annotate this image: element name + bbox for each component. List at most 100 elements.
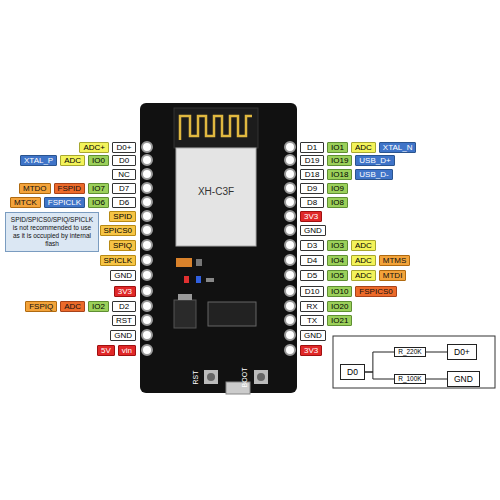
jtag-tag: MTDO [19,183,51,194]
pin-name: D0 [112,155,136,166]
pin-pad [142,286,152,296]
smd-part [196,259,202,266]
pin-pad [285,183,295,193]
antenna-trace [180,116,252,140]
power-pin: vin [118,345,136,356]
power-pin: 3V3 [300,211,322,222]
gpio-tag: IO19 [327,155,352,166]
signal-tag: XTAL_P [20,155,57,166]
button-cap [207,373,215,381]
pin-name: GND [300,225,326,236]
jtag-tag: MTDI [379,270,407,281]
button-label: BOOT [241,364,252,390]
pin-pad [142,330,152,340]
pin-pad [142,169,152,179]
signal-tag: USB_D+ [355,155,394,166]
power-pin: 5V [97,345,115,356]
antenna-area [174,108,258,148]
signal-tag: FSPICLK [44,197,85,208]
regulator [174,300,196,328]
smd-resistor [206,278,214,282]
pin-name: GND [110,270,136,281]
gpio-tag: IO3 [327,240,348,251]
pin-pad [285,211,295,221]
pin-name: RST [112,315,136,326]
adc-tag: ADC [351,142,376,153]
pin-pad [142,240,152,250]
power-pin: 3V3 [300,345,322,356]
pin-name: D4 [300,255,324,266]
resistor-label: R_220K [394,347,426,357]
adc-tag: ADC+ [79,142,109,153]
gpio-tag: IO4 [327,255,348,266]
pin-pad [142,183,152,193]
pin-name: D19 [300,155,324,166]
adc-tag: ADC [60,155,85,166]
pin-name: D0+ [112,142,136,153]
node-text: D0 [347,367,358,377]
power-led [184,276,189,283]
pin-pad [285,225,295,235]
divider-box [333,336,495,388]
pin-pad [142,142,152,152]
adc-tag: ADC [351,255,376,266]
pin-pad [142,211,152,221]
pin-pad [285,301,295,311]
button-cap [257,373,265,381]
node-text: SPID/SPICS0/SPIQ/SPICLK is not recommend… [9,216,95,248]
pin-pad [285,197,295,207]
jtag-tag: MTMS [379,255,411,266]
note-box: SPID/SPICS0/SPIQ/SPICLK is not recommend… [5,212,99,252]
gpio-tag: IO21 [327,315,352,326]
gpio-tag: IO6 [88,197,109,208]
signal-tag: XTAL_N [379,142,417,153]
pin-pad [142,197,152,207]
pin-pad [285,315,295,325]
spi-tag: FSPICS0 [355,286,396,297]
pin-name: GND [300,330,326,341]
gpio-tag: IO7 [88,183,109,194]
module-shield [176,148,256,246]
resistor-label: R_100K [394,374,426,384]
pin-pad [142,270,152,280]
pin-name: NC [112,169,136,180]
pin-pad [142,255,152,265]
pin-name: D3 [300,240,324,251]
node-text: D0+ [454,347,470,357]
pin-pad [142,155,152,165]
pin-pad [285,255,295,265]
flash-pin: SPICS0 [100,225,136,236]
flash-pin: SPICLK [100,255,136,266]
pin-pad [285,155,295,165]
reset-button [204,370,218,384]
gpio-tag: IO10 [327,286,352,297]
pin-name: D5 [300,270,324,281]
gpio-tag: IO20 [327,301,352,312]
pin-pad [142,225,152,235]
pin-pad [285,270,295,280]
spi-tag: ADC [60,301,85,312]
adc-tag: ADC [351,270,376,281]
pin-name: D1 [300,142,324,153]
pin-name: RX [300,301,324,312]
signal-tag: USB_D- [355,169,392,180]
pin-box: D0 [340,364,365,380]
usb-chip [208,302,256,326]
pin-name: D18 [300,169,324,180]
gpio-tag: IO2 [88,301,109,312]
jtag-tag: FSPIQ [25,301,57,312]
pin-pad [285,240,295,250]
node-text: GND [454,374,473,384]
capacitor [176,258,192,267]
pin-pad [285,330,295,340]
pin-pad [142,345,152,355]
gpio-tag: IO18 [327,169,352,180]
spi-tag: FSPID [54,183,86,194]
pin-pad [285,169,295,179]
pin-pad [285,142,295,152]
button-label: RST [191,367,202,387]
adc-tag: ADC [351,240,376,251]
flash-pin: SPIQ [109,240,136,251]
pin-name: D10 [300,286,324,297]
